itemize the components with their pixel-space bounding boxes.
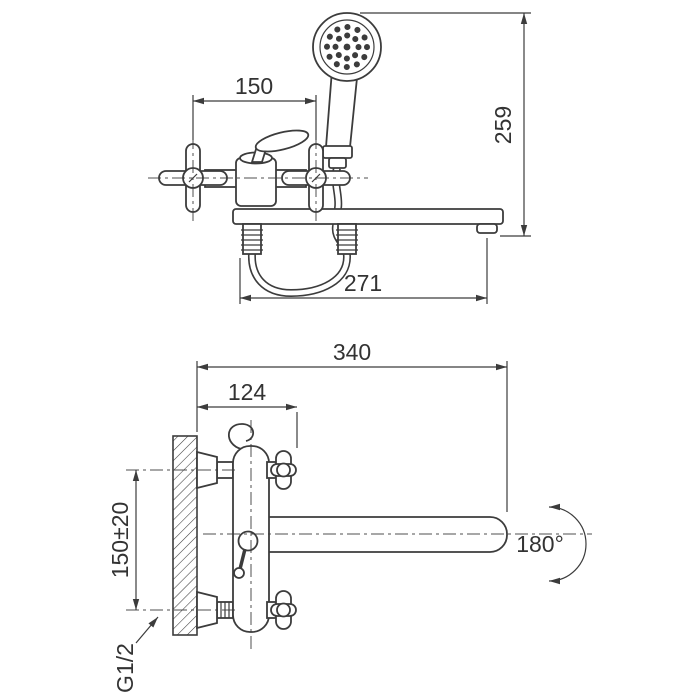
faucet-side-view xyxy=(172,423,508,636)
diverter-lever xyxy=(254,129,310,153)
dim-wall-to-handle-label: 124 xyxy=(228,379,267,405)
wall-section xyxy=(172,435,198,636)
dim-handle-spacing-label: 150 xyxy=(235,73,273,99)
thread-callout: G1/2 xyxy=(112,616,159,693)
handle-side-bottom xyxy=(266,590,297,630)
dimensions: 150 259 271 340 124 150±20 G xyxy=(107,12,587,693)
dim-handle-spacing: 150 xyxy=(192,73,317,140)
dim-total-length-label: 340 xyxy=(333,339,371,365)
wall-connector-left xyxy=(241,223,263,255)
dim-spout-length-label: 271 xyxy=(344,270,382,296)
aerator xyxy=(476,223,498,234)
thread-leader-line xyxy=(135,616,159,644)
thread-label: G1/2 xyxy=(112,643,138,693)
mixer-body xyxy=(204,129,310,207)
rotation-callout: 180° xyxy=(516,503,587,585)
faucet-front-view xyxy=(158,12,504,298)
shower-hose xyxy=(247,166,352,298)
spray-nozzle-ring-outer xyxy=(324,24,370,70)
spout-front xyxy=(232,208,504,225)
dim-total-length: 340 xyxy=(196,339,508,512)
dim-height: 259 xyxy=(360,12,531,237)
shower-handle xyxy=(322,67,360,169)
handle-side-top xyxy=(266,450,297,490)
dim-spout-length: 271 xyxy=(239,238,488,304)
shower-head xyxy=(312,12,382,82)
dim-wall-to-handle: 124 xyxy=(197,379,298,448)
dim-mount-spacing-label: 150±20 xyxy=(107,502,133,579)
diverter-knob xyxy=(233,530,259,579)
shower-hook xyxy=(227,423,255,450)
rotation-label: 180° xyxy=(516,531,564,557)
spray-center-nozzle xyxy=(343,43,351,51)
wall-connector-right xyxy=(336,223,358,255)
rotation-arrow xyxy=(548,503,587,585)
dim-height-label: 259 xyxy=(490,106,516,144)
dim-mount-spacing: 150±20 xyxy=(107,470,140,610)
spray-nozzle-ring-inner xyxy=(332,32,362,62)
centerlines xyxy=(126,136,592,650)
